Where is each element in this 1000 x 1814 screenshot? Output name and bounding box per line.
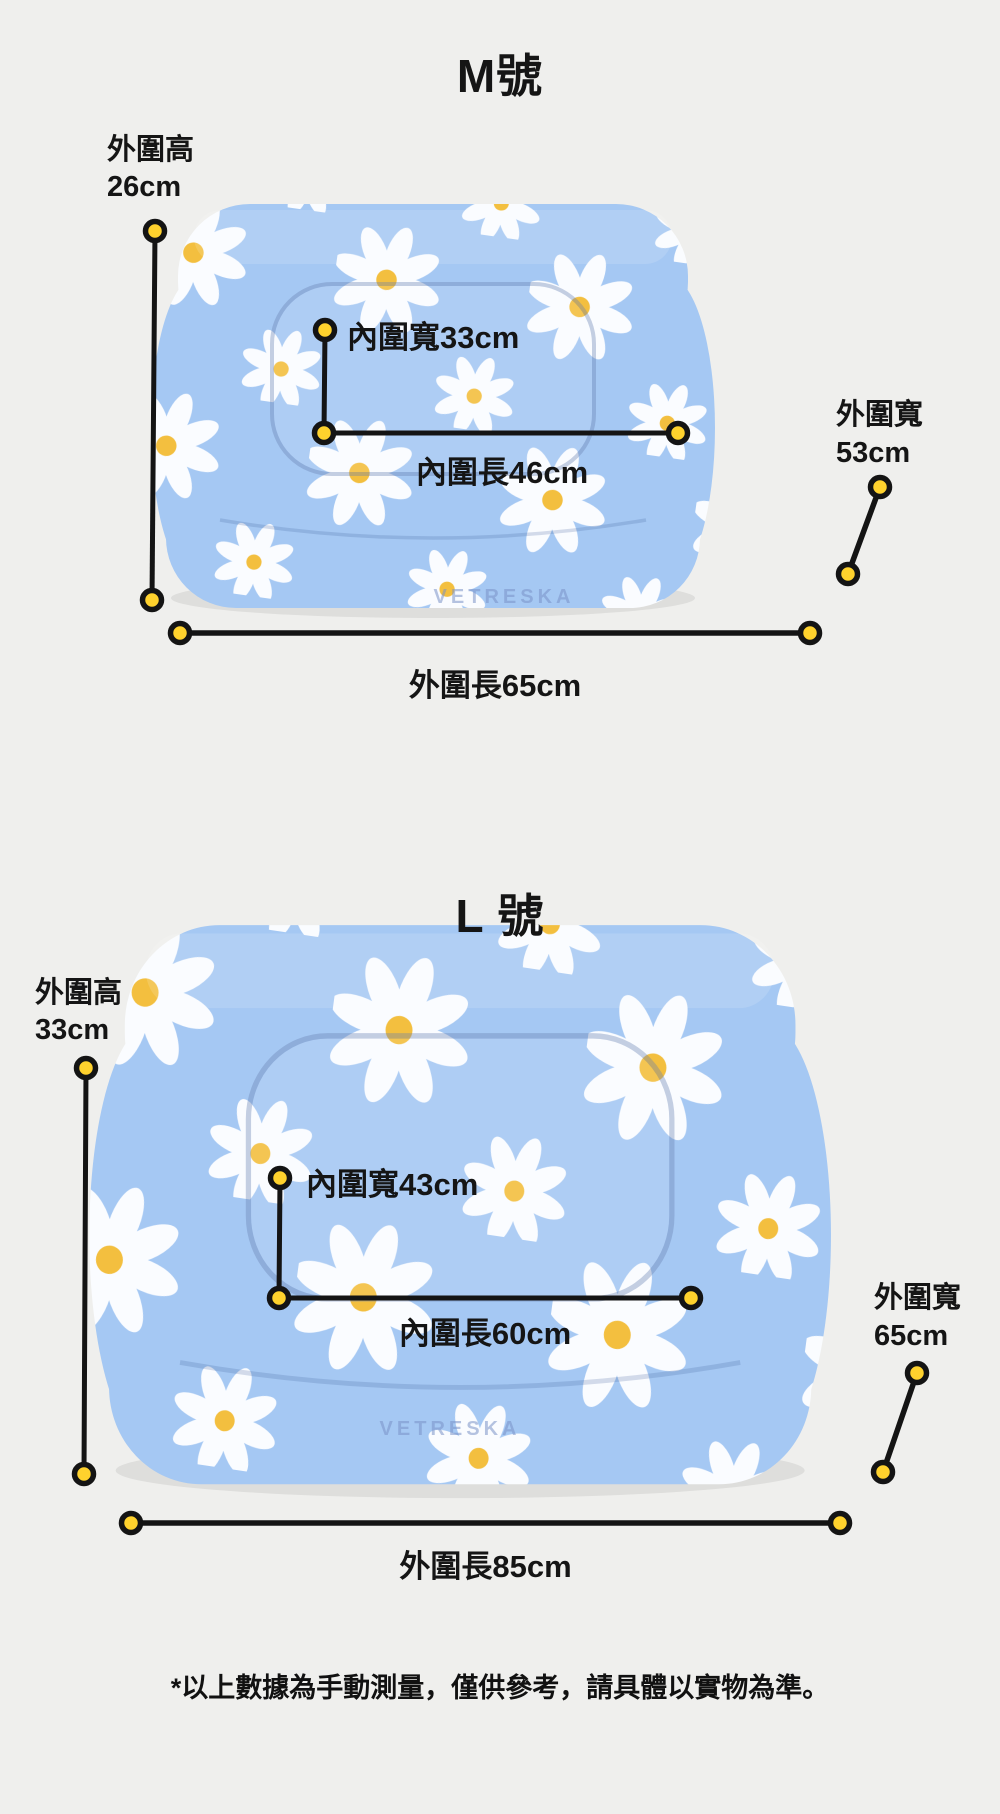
measure-dot (267, 1165, 293, 1191)
measure-dot (118, 1510, 144, 1536)
measure-dot (167, 620, 193, 646)
disclaimer-footnote: *以上數據為手動測量，僅供參考，請具體以實物為準。 (170, 1673, 830, 1703)
measure-dot (73, 1055, 99, 1081)
brand-watermark-m: VETRESKA (433, 586, 575, 608)
m-outer-height-label: 外圍高 26cm (107, 132, 194, 206)
bed-photo-l (89, 925, 831, 1498)
measure-dot (870, 1459, 896, 1485)
m-outer-height-value: 26cm (107, 171, 182, 203)
l-outer-width-name: 外圍寬 (874, 1282, 962, 1314)
l-outer-height-label: 外圍高 33cm (35, 975, 122, 1049)
l-inner-width-line (276, 1175, 283, 1301)
l-outer-height-line (81, 1065, 89, 1477)
l-outer-height-name: 外圍高 (35, 977, 123, 1009)
measure-dot (266, 1285, 292, 1311)
measure-dot (139, 587, 165, 613)
l-outer-height-value: 33cm (35, 1014, 110, 1046)
l-outer-width-line (880, 1370, 920, 1475)
m-outer-height-line (149, 228, 158, 603)
l-outer-length-label: 外圍長85cm (399, 1549, 572, 1584)
m-outer-width-name: 外圍寬 (836, 399, 924, 431)
l-outer-width-value: 65cm (874, 1320, 949, 1352)
measure-dot (827, 1510, 853, 1536)
m-inner-width-line (321, 327, 328, 436)
l-inner-length-label: 內圍長60cm (398, 1316, 572, 1351)
measure-dot (312, 317, 338, 343)
m-outer-height-name: 外圍高 (107, 134, 195, 166)
m-outer-length-label: 外圍長65cm (408, 668, 582, 703)
m-outer-width-value: 53cm (836, 437, 911, 469)
measure-dot (142, 218, 168, 244)
measure-dot (904, 1360, 930, 1386)
l-outer-width-label: 外圍寬 65cm (874, 1279, 961, 1355)
brand-watermark-l: VETRESKA (379, 1418, 521, 1440)
m-inner-length-label: 內圍長46cm (415, 455, 589, 490)
measure-dot (311, 420, 337, 446)
measure-dot (678, 1285, 704, 1311)
measure-dot (835, 561, 861, 587)
l-measurements (71, 1055, 930, 1536)
measure-dot (665, 420, 691, 446)
bed-photo-m (149, 202, 717, 620)
measure-dot (71, 1461, 97, 1487)
m-measurements (139, 218, 893, 646)
m-outer-width-line (845, 484, 883, 577)
size-m-title: M號 (456, 50, 544, 102)
m-inner-width-label: 內圍寬33cm (347, 320, 520, 355)
measure-dot (867, 474, 893, 500)
l-inner-width-label: 內圍寬43cm (306, 1167, 479, 1202)
measure-dot (797, 620, 823, 646)
m-outer-width-label: 外圍寬 53cm (836, 396, 923, 472)
size-l-title: L 號 (455, 890, 545, 942)
